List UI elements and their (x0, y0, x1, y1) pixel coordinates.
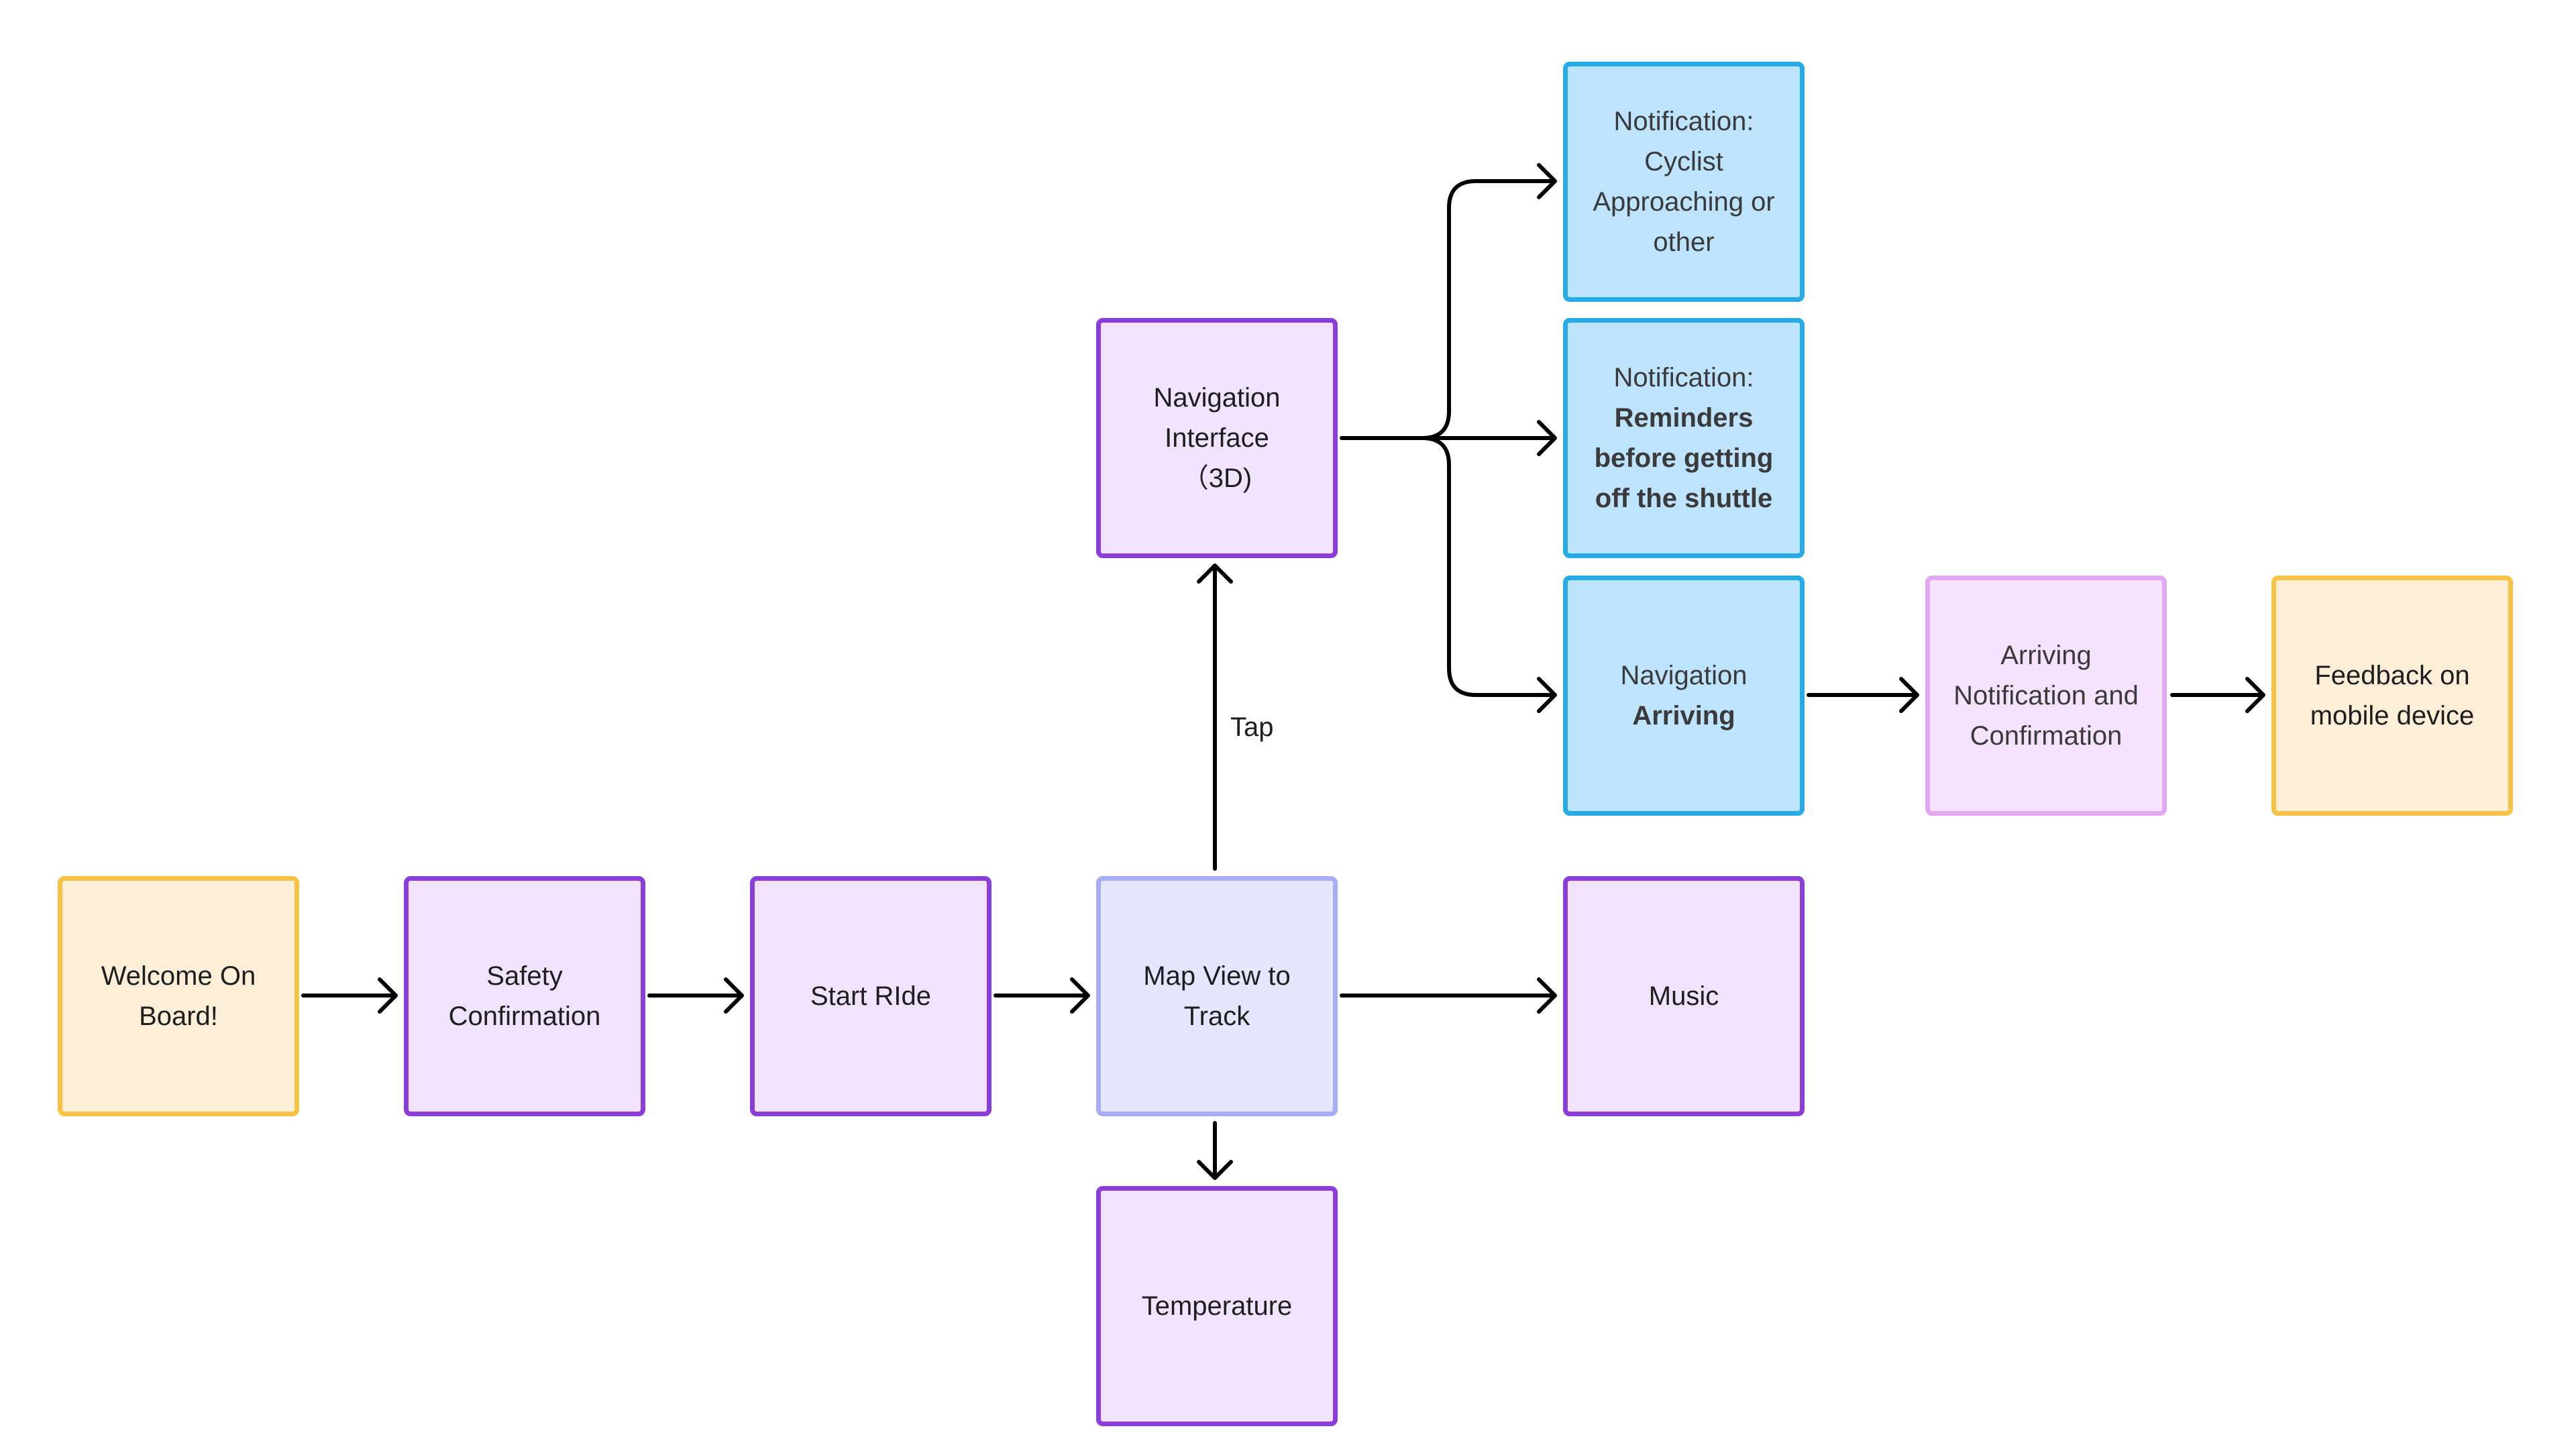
arriving-notification-node: Arriving Notification and Confirmation (1925, 576, 2167, 816)
navigation-interface-title: Navigation Interface (1153, 383, 1281, 453)
arrow-navigation-to-arriving (1420, 436, 1557, 713)
notification-cyclist-node: Notification: Cyclist Approaching or oth… (1563, 62, 1805, 302)
notification-cyclist-label: Notification: Cyclist Approaching or oth… (1593, 107, 1775, 257)
arrow-welcome-to-safety (301, 977, 398, 1014)
arrow-map-view-to-navigation (1197, 564, 1233, 871)
arriving-notification-label: Arriving Notification and Confirmation (1953, 641, 2139, 751)
navigation-arriving-label: Navigation Arriving (1620, 655, 1747, 736)
arrow-notification-to-feedback (2170, 677, 2265, 713)
tap-edge-label: Tap (1230, 712, 1274, 742)
welcome-label: Welcome On Board! (101, 961, 256, 1031)
notification-reminders-prefix: Notification: (1613, 363, 1754, 392)
navigation-arriving-text: Arriving (1632, 701, 1735, 731)
temperature-node: Temperature (1096, 1186, 1338, 1426)
welcome-node: Welcome On Board! (58, 876, 299, 1116)
music-label: Music (1648, 981, 1719, 1011)
start-ride-label: Start RIde (810, 981, 932, 1011)
navigation-interface-label: Navigation Interface （3D) (1113, 378, 1321, 498)
navigation-interface-node: Navigation Interface （3D) (1096, 318, 1338, 558)
arrow-map-view-to-temperature (1197, 1121, 1233, 1180)
arrow-navigation-to-reminders (1340, 420, 1557, 456)
temperature-label: Temperature (1141, 1291, 1293, 1321)
safety-confirmation-label: Safety Confirmation (448, 961, 601, 1031)
navigation-arriving-prefix: Navigation (1620, 661, 1748, 690)
arrow-safety-to-start-ride (647, 977, 744, 1014)
feedback-node: Feedback on mobile device (2271, 576, 2513, 816)
notification-reminders-text: Reminders before getting off the shuttle (1594, 403, 1774, 513)
start-ride-node: Start RIde (750, 876, 991, 1116)
navigation-arriving-node: Navigation Arriving (1563, 576, 1805, 816)
feedback-label: Feedback on mobile device (2310, 661, 2475, 731)
arrow-navigation-to-cyclist (1420, 163, 1557, 440)
arrow-arriving-to-notification (1807, 677, 1919, 713)
arrow-map-view-to-music (1340, 977, 1557, 1014)
navigation-interface-3d: （3D) (1181, 464, 1252, 493)
music-node: Music (1563, 876, 1805, 1116)
map-view-node: Map View to Track (1096, 876, 1338, 1116)
safety-confirmation-node: Safety Confirmation (404, 876, 645, 1116)
notification-reminders-node: Notification: Reminders before getting o… (1563, 318, 1805, 558)
arrow-start-ride-to-map-view (994, 977, 1090, 1014)
notification-reminders-label: Notification: Reminders before getting o… (1580, 358, 1788, 519)
map-view-label: Map View to Track (1143, 961, 1291, 1031)
